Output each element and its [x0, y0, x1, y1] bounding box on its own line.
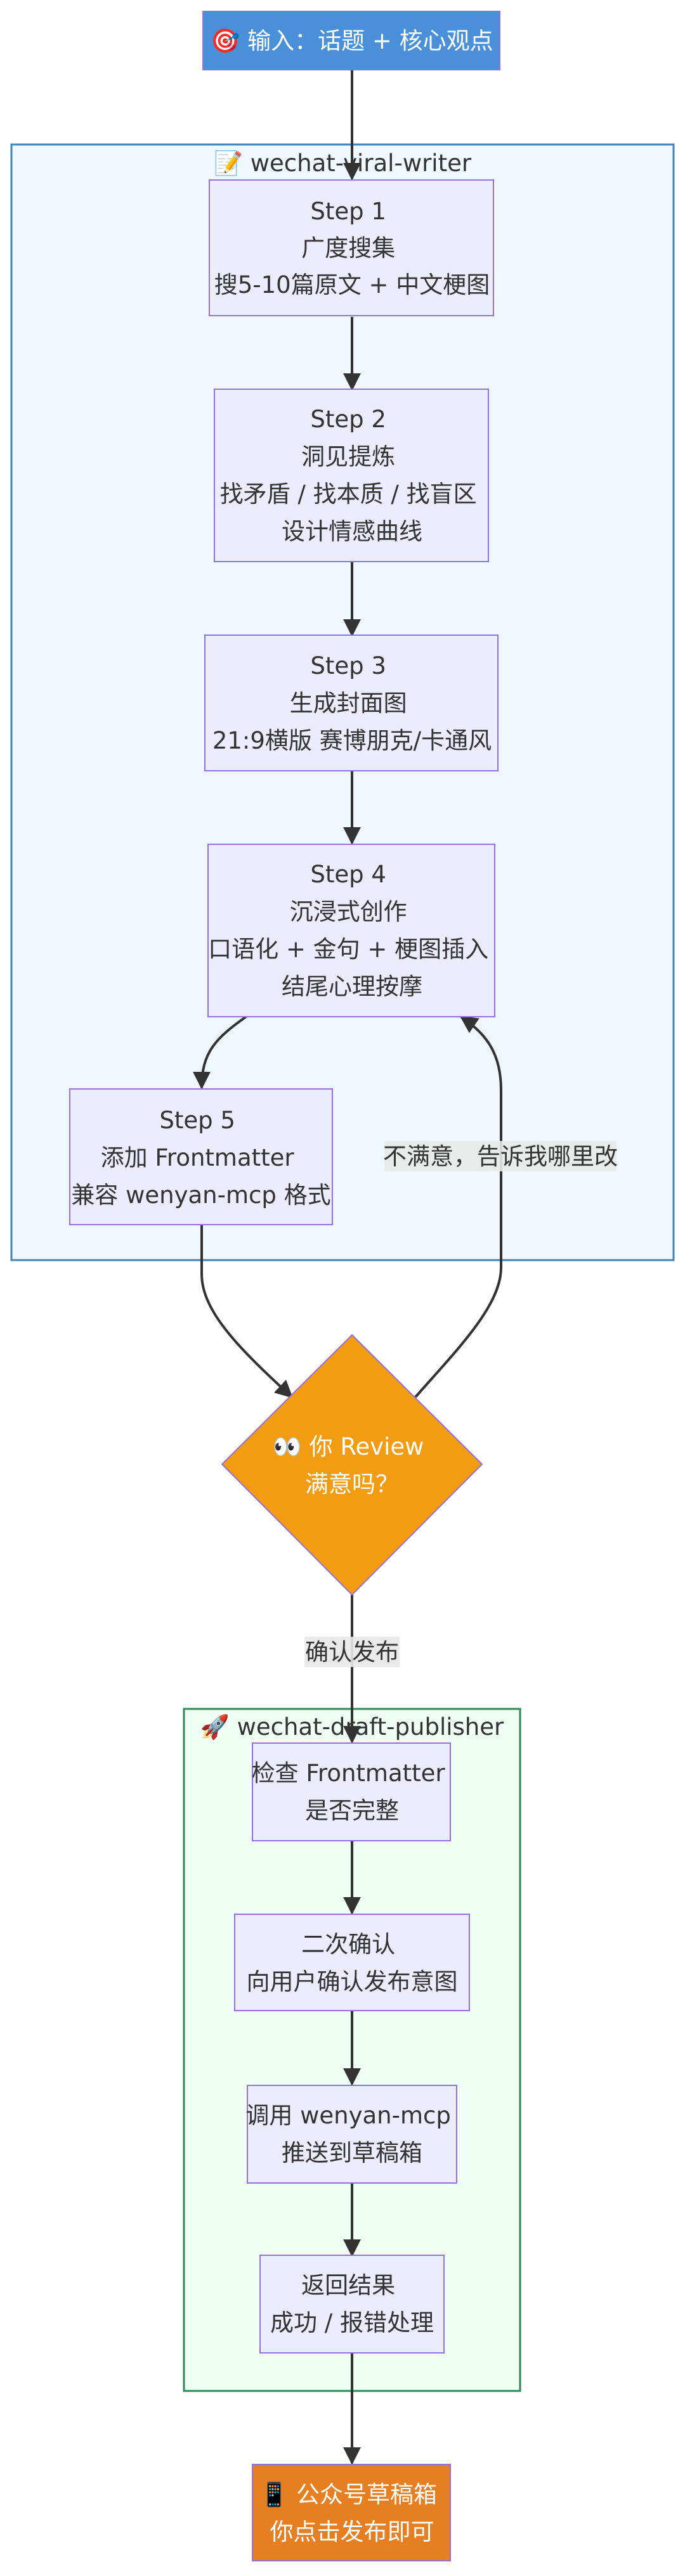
node-step3-line-2: 21:9横版 赛博朋克/卡通风 [212, 727, 492, 754]
svg-text:调用 wenyan-mcp 推送到草稿箱: 调用 wenyan-mcp 推送到草稿箱 [245, 2102, 458, 2167]
node-step3-line-1: 生成封面图 [290, 690, 407, 717]
node-step2-line-3: 设计情感曲线 [282, 518, 422, 545]
node-step1-line-1: 广度搜集 [301, 235, 395, 262]
edge-label-reject-bg [384, 1141, 616, 1171]
node-confirm: 二次确认 向用户确认发布意图 [234, 1914, 470, 2011]
node-check-line-0: 检查 Frontmatter [252, 1760, 446, 1787]
node-output-line-0: 📱 公众号草稿箱 [259, 2481, 437, 2508]
svg-text:检查 Frontmatter 是否完整: 检查 Frontmatter 是否完整 [252, 1760, 453, 1824]
node-push-line-0: 调用 wenyan-mcp [245, 2102, 450, 2129]
svg-text:Step 3 生成封面图 2: Step 3 生成封面图 21:9横版 赛博朋克/卡通风 [212, 652, 492, 754]
node-check: 检查 Frontmatter 是否完整 [252, 1742, 453, 1841]
node-confirm-line-1: 向用户确认发布意图 [247, 1968, 458, 1995]
edge-label-reject: 不满意，告诉我哪里改 [383, 1141, 618, 1171]
node-step5-line-1: 添加 Frontmatter [101, 1144, 295, 1171]
edge-label-publish-bg [304, 1637, 400, 1667]
node-step2-line-0: Step 2 [310, 406, 386, 433]
edge-label-publish-text: 确认发布 [305, 1639, 399, 1666]
svg-text:Step 1 广度搜集 搜5: Step 1 广度搜集 搜5-10篇原文 + 中文梗图 [214, 198, 490, 299]
node-review-line-1: 满意吗？ [305, 1471, 399, 1498]
node-output: 📱 公众号草稿箱 你点击发布即可 [252, 2464, 451, 2561]
svg-text:Step 4 沉浸式创作 口: Step 4 沉浸式创作 口语化 + 金句 + 梗图插入 结尾心理按摩 [208, 861, 496, 1000]
edge-review-step4 [414, 1015, 502, 1398]
edges [193, 68, 502, 2465]
node-input: 🎯 输入：话题 + 核心观点 [202, 11, 500, 70]
svg-text:Step 2 洞见提炼 找矛: Step 2 洞见提炼 找矛盾 / 找本质 / 找盲区 设计情感曲线 [220, 406, 485, 545]
nodes: 🎯 输入：话题 + 核心观点 Step 1 广度搜集 搜5-10篇原文 + 中文… [69, 11, 500, 2561]
node-push: 调用 wenyan-mcp 推送到草稿箱 [245, 2085, 458, 2184]
node-result: 返回结果 成功 / 报错处理 [259, 2255, 445, 2354]
node-step4-line-2: 口语化 + 金句 + 梗图插入 [208, 936, 488, 963]
node-output-line-1: 你点击发布即可 [270, 2518, 434, 2546]
node-step4: Step 4 沉浸式创作 口语化 + 金句 + 梗图插入 结尾心理按摩 [207, 844, 496, 1017]
node-step1: Step 1 广度搜集 搜5-10篇原文 + 中文梗图 [209, 179, 494, 316]
node-step2-line-2: 找矛盾 / 找本质 / 找盲区 [220, 480, 477, 508]
node-confirm-line-0: 二次确认 [301, 1931, 395, 1958]
edge-label-reject-text: 不满意，告诉我哪里改 [383, 1143, 618, 1170]
node-step1-line-0: Step 1 [310, 198, 386, 225]
svg-text:👀 你 Review 满意吗？: 👀 你 Review 满意吗？ [273, 1433, 431, 1498]
node-step5: Step 5 添加 Frontmatter 兼容 wenyan-mcp 格式 [69, 1088, 333, 1225]
node-step3-line-0: Step 3 [310, 652, 386, 679]
node-step2-line-1: 洞见提炼 [301, 443, 395, 470]
edge-step4-step5 [193, 1015, 247, 1090]
node-result-line-1: 成功 / 报错处理 [270, 2309, 434, 2336]
writer-cluster-title: 📝 wechat-viral-writer [214, 150, 472, 177]
node-push-line-1: 推送到草稿箱 [282, 2139, 422, 2167]
svg-text:🎯 输入：话题 + 核心观点: 🎯 输入：话题 + 核心观点 [211, 27, 493, 55]
node-step3: Step 3 生成封面图 21:9横版 赛博朋克/卡通风 [204, 634, 499, 771]
svg-text:📱 公众号草稿箱 你点击发布即可: 📱 公众号草稿箱 你点击发布即可 [259, 2481, 445, 2546]
node-step1-line-2: 搜5-10篇原文 + 中文梗图 [214, 271, 490, 299]
node-review: 👀 你 Review 满意吗？ [221, 1334, 483, 1596]
node-result-line-0: 返回结果 [301, 2272, 395, 2299]
node-input-line-0: 🎯 输入：话题 + 核心观点 [211, 27, 493, 55]
svg-text:Step 5 添加 Frontmatter: Step 5 添加 Frontmatter 兼容 wenyan-mcp 格式 [71, 1107, 330, 1209]
node-step5-line-0: Step 5 [159, 1107, 235, 1134]
edge-step5-review [200, 1225, 294, 1398]
svg-text:二次确认 向用户确认发布意图: 二次确认 向用户确认发布意图 [247, 1931, 458, 1995]
node-check-line-1: 是否完整 [305, 1797, 399, 1824]
node-step4-line-3: 结尾心理按摩 [282, 973, 422, 1000]
node-step2: Step 2 洞见提炼 找矛盾 / 找本质 / 找盲区 设计情感曲线 [214, 389, 489, 562]
node-step4-line-0: Step 4 [310, 861, 386, 888]
node-step4-line-1: 沉浸式创作 [290, 898, 407, 925]
svg-text:返回结果 成功 / 报错处理: 返回结果 成功 / 报错处理 [270, 2272, 434, 2336]
node-review-line-0: 👀 你 Review [273, 1433, 424, 1460]
edge-label-publish: 确认发布 [304, 1637, 400, 1667]
node-step5-line-2: 兼容 wenyan-mcp 格式 [71, 1182, 330, 1209]
